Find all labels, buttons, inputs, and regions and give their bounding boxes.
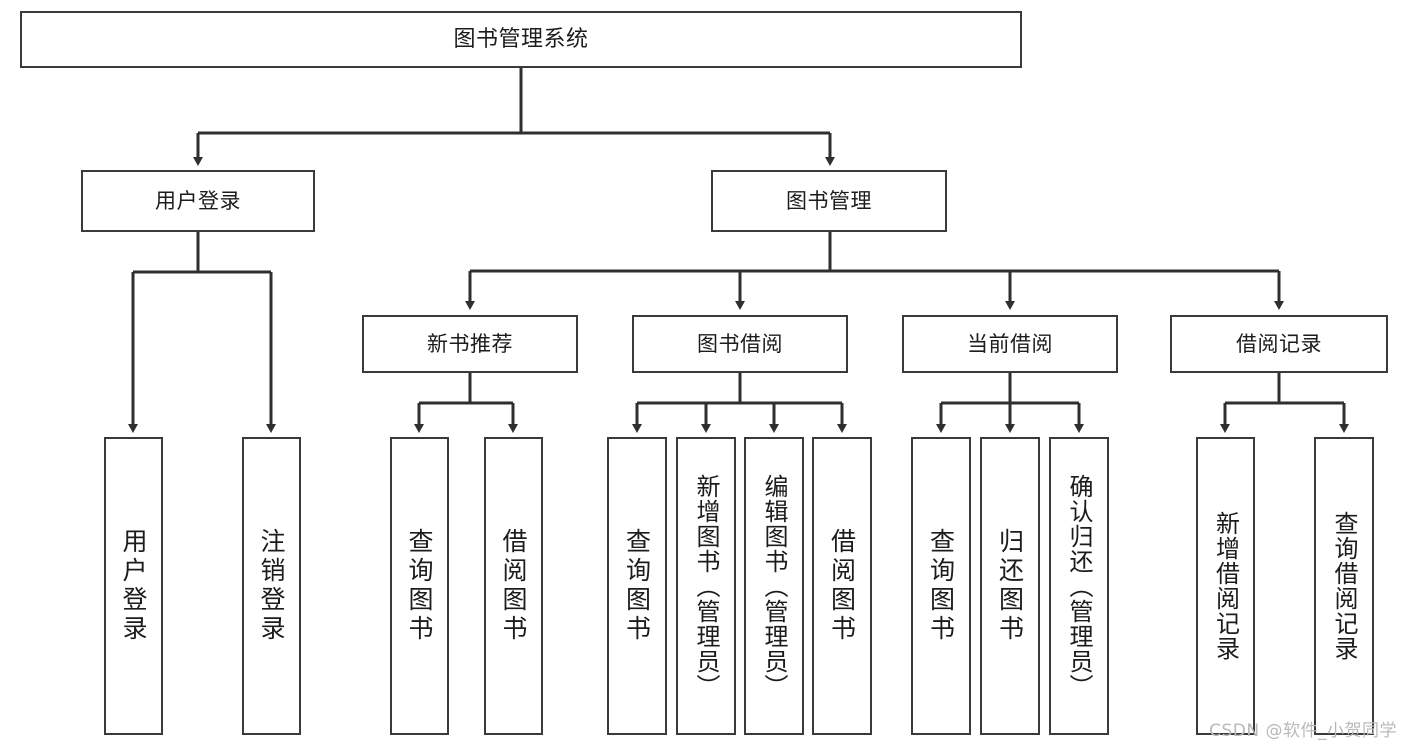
node-label: 借阅图书 (827, 528, 857, 644)
node-leaf-user-login[interactable]: 用户登录 (104, 437, 163, 735)
node-label: 图书管理 (786, 188, 872, 213)
node-book-borrow[interactable]: 图书借阅 (632, 315, 848, 373)
node-root-system[interactable]: 图书管理系统 (20, 11, 1022, 68)
node-label: 查询借阅记录 (1330, 511, 1358, 661)
node-label: 查询图书 (405, 528, 434, 644)
node-book-management[interactable]: 图书管理 (711, 170, 947, 232)
node-label: 当前借阅 (967, 331, 1053, 356)
node-leaf-query-book-borrow[interactable]: 查询图书 (607, 437, 667, 735)
node-leaf-borrow-book[interactable]: 借阅图书 (812, 437, 872, 735)
node-label: 查询图书 (926, 528, 956, 644)
node-label: 用户登录 (155, 188, 241, 213)
node-leaf-query-borrow-record[interactable]: 查询借阅记录 (1314, 437, 1374, 735)
node-label: 归还图书 (995, 528, 1025, 644)
node-leaf-logout[interactable]: 注销登录 (242, 437, 301, 735)
node-label: 图书借阅 (697, 331, 783, 356)
node-leaf-add-book-admin[interactable]: 新增图书（管理员） (676, 437, 736, 735)
node-label: 确认归还（管理员） (1065, 473, 1093, 699)
node-label: 编辑图书（管理员） (760, 473, 788, 699)
node-user-login[interactable]: 用户登录 (81, 170, 315, 232)
node-label: 图书管理系统 (453, 26, 589, 52)
node-label: 用户登录 (119, 528, 148, 644)
node-leaf-return-book[interactable]: 归还图书 (980, 437, 1040, 735)
node-current-borrow[interactable]: 当前借阅 (902, 315, 1118, 373)
node-leaf-borrow-book-recommend[interactable]: 借阅图书 (484, 437, 543, 735)
node-leaf-query-book-current[interactable]: 查询图书 (911, 437, 971, 735)
node-label: 新书推荐 (427, 331, 513, 356)
node-leaf-confirm-return-admin[interactable]: 确认归还（管理员） (1049, 437, 1109, 735)
node-leaf-edit-book-admin[interactable]: 编辑图书（管理员） (744, 437, 804, 735)
node-leaf-query-book-recommend[interactable]: 查询图书 (390, 437, 449, 735)
node-leaf-add-borrow-record[interactable]: 新增借阅记录 (1196, 437, 1255, 735)
node-label: 借阅记录 (1236, 331, 1322, 356)
node-label: 查询图书 (622, 528, 652, 644)
node-borrow-record[interactable]: 借阅记录 (1170, 315, 1388, 373)
node-new-book-recommend[interactable]: 新书推荐 (362, 315, 578, 373)
watermark: CSDN @软件_小贺同学 (1209, 721, 1397, 741)
node-label: 借阅图书 (499, 528, 528, 644)
node-label: 新增借阅记录 (1211, 511, 1240, 661)
node-label: 注销登录 (257, 528, 286, 644)
node-label: 新增图书（管理员） (692, 473, 720, 699)
